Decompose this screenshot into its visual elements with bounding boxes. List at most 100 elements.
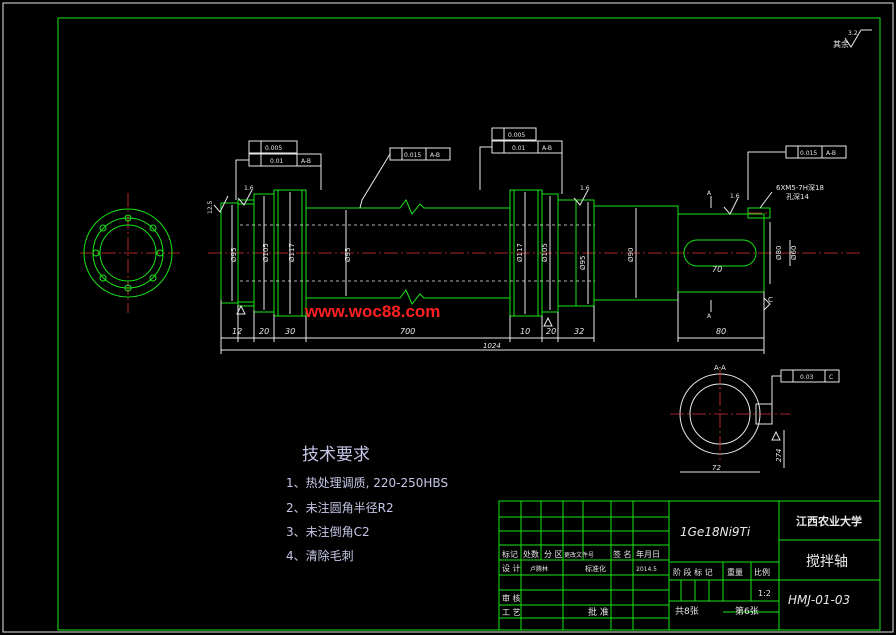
section-a-a: A-A 0.03 C 72 274 bbox=[670, 364, 840, 473]
tb-process-label: 工 艺 bbox=[502, 608, 521, 617]
bolt-hole bbox=[92, 249, 100, 257]
bolt-hole bbox=[99, 224, 107, 232]
dim-l1024: 1024 bbox=[483, 342, 501, 350]
bolt-hole bbox=[149, 274, 157, 282]
fcf-right: 0.015 A-B bbox=[747, 145, 847, 200]
tb-standard-label: 标准化 bbox=[585, 564, 606, 573]
dim-d117-right: Ø117 bbox=[516, 243, 524, 262]
fcf-left: 0.005 0.01 A-B bbox=[235, 140, 322, 200]
fcf-mid-a-value: 0.015 bbox=[404, 152, 421, 159]
bolt-hole bbox=[124, 284, 132, 292]
roughness-icon bbox=[723, 197, 739, 215]
datum-c-icon bbox=[771, 430, 781, 441]
dim-d95-right: Ø95 bbox=[579, 256, 587, 270]
diameter-dims bbox=[231, 192, 791, 314]
roughness-icon bbox=[573, 189, 589, 206]
title-block: 标记 处数 分 区 更改文件号 签 名 年月日 设 计 卢腾林 标准化 2014… bbox=[498, 500, 881, 631]
datum-c-icon bbox=[763, 296, 771, 312]
fcf-leader bbox=[479, 146, 492, 190]
tech-item-2: 2、未注圆角半径R2 bbox=[286, 500, 394, 515]
fcf-center-a-value: 0.005 bbox=[508, 132, 525, 139]
dim-keyway-70: 70 bbox=[712, 265, 722, 274]
fcf-center-b-ref: A-B bbox=[542, 145, 552, 152]
dim-l10: 10 bbox=[520, 327, 530, 336]
roughness-c-value: 1.6 bbox=[580, 185, 590, 192]
dim-l20-left: 20 bbox=[259, 327, 269, 336]
tb-part-name: 搅拌轴 bbox=[806, 554, 848, 570]
thread-callout: 6XM5-7H深18 bbox=[776, 183, 824, 192]
dim-l700: 700 bbox=[400, 327, 415, 336]
tb-header-zone: 分 区 bbox=[544, 550, 563, 559]
fcf-leader bbox=[235, 159, 249, 200]
watermark-text: www.woc88.com bbox=[304, 302, 440, 321]
fcf-left-a-box bbox=[248, 140, 298, 154]
tech-requirements: 技术要求 1、热处理调质, 220-250HBS 2、未注圆角半径R2 3、未注… bbox=[286, 445, 448, 563]
fcf-leader bbox=[747, 151, 786, 200]
bolt-hole bbox=[149, 224, 157, 232]
dim-d105-right: Ø105 bbox=[541, 243, 549, 262]
tb-approve-label: 批 准 bbox=[588, 606, 609, 618]
dim-d95-left: Ø95 bbox=[230, 248, 238, 262]
datum-b-icon bbox=[543, 316, 553, 327]
roughness-icon bbox=[213, 195, 229, 213]
shaft-main-view bbox=[208, 189, 860, 317]
tb-designer: 卢腾林 bbox=[530, 565, 548, 573]
fcf-right-ref: A-B bbox=[826, 150, 836, 157]
tb-sheet-number: 第6张 bbox=[735, 605, 759, 617]
shaft-body-bottom bbox=[306, 289, 510, 305]
tb-school: 江西农业大学 bbox=[796, 514, 862, 528]
roughness-b-value: 1.6 bbox=[244, 185, 254, 192]
tb-header-marks: 标记 bbox=[502, 549, 518, 559]
fcf-center: 0.005 0.01 A-B bbox=[479, 127, 563, 194]
fcf-right-value: 0.015 bbox=[800, 150, 817, 157]
roughness-symbol-icon bbox=[844, 29, 872, 48]
datum-c-label: C bbox=[768, 296, 773, 304]
roughness-note: 其余 3.2 bbox=[833, 29, 872, 49]
dim-d90: Ø90 bbox=[627, 248, 635, 262]
bolt-hole bbox=[99, 274, 107, 282]
end-view-outer-circle bbox=[83, 208, 173, 298]
dim-d95-mid: Ø95 bbox=[344, 248, 352, 262]
fcf-leader bbox=[771, 375, 781, 404]
dim-d117-left: Ø117 bbox=[288, 243, 296, 262]
bolt-hole bbox=[156, 249, 164, 257]
tb-header-sign: 签 名 bbox=[613, 549, 632, 559]
section-title: A-A bbox=[714, 364, 726, 372]
fcf-section-value: 0.03 bbox=[800, 374, 814, 381]
thread-depth: 孔深14 bbox=[786, 192, 809, 201]
fcf-mid: 0.015 A-B bbox=[359, 147, 451, 209]
roughness-marks: 12.5 1.6 1.6 1.6 bbox=[207, 185, 740, 215]
tb-weight-label: 重量 bbox=[727, 567, 743, 577]
roughness-top-value: 3.2 bbox=[848, 30, 858, 37]
fcf-mid-a-ref: A-B bbox=[430, 152, 440, 159]
shaft-end-80 bbox=[677, 213, 765, 293]
section-label-bottom: A bbox=[707, 313, 712, 320]
tb-date: 2014.5 bbox=[636, 566, 657, 573]
inner-frame bbox=[57, 17, 881, 631]
tb-drawing-number: HMJ-01-03 bbox=[788, 593, 850, 607]
dim-d80: Ø80 bbox=[775, 246, 783, 260]
tb-scale-value: 1:2 bbox=[758, 589, 771, 598]
roughness-icon bbox=[237, 189, 253, 206]
fcf-leader bbox=[359, 153, 391, 209]
datum-marks: C A A bbox=[236, 190, 773, 327]
dim-l12: 12 bbox=[232, 327, 242, 336]
tb-scale-label: 比例 bbox=[754, 567, 770, 577]
dim-l30: 30 bbox=[285, 327, 295, 336]
tb-review-label: 审 核 bbox=[502, 593, 521, 603]
roughness-a-value: 12.5 bbox=[207, 200, 214, 214]
fcf-left-a-value: 0.005 bbox=[265, 145, 282, 152]
tb-header-date: 年月日 bbox=[636, 549, 660, 559]
dim-d105-left: Ø105 bbox=[262, 243, 270, 262]
tb-material: 1Ge18Ni9Ti bbox=[680, 525, 751, 539]
dim-d60: Ø60 bbox=[790, 246, 798, 260]
tech-item-1: 1、热处理调质, 220-250HBS bbox=[286, 476, 448, 490]
fcf-center-b-value: 0.01 bbox=[512, 145, 526, 152]
dim-l72: 72 bbox=[712, 464, 721, 472]
roughness-d-value: 1.6 bbox=[730, 193, 740, 200]
title-block-frame bbox=[498, 500, 881, 631]
tb-stage-label: 阶 段 标 记 bbox=[673, 567, 713, 577]
